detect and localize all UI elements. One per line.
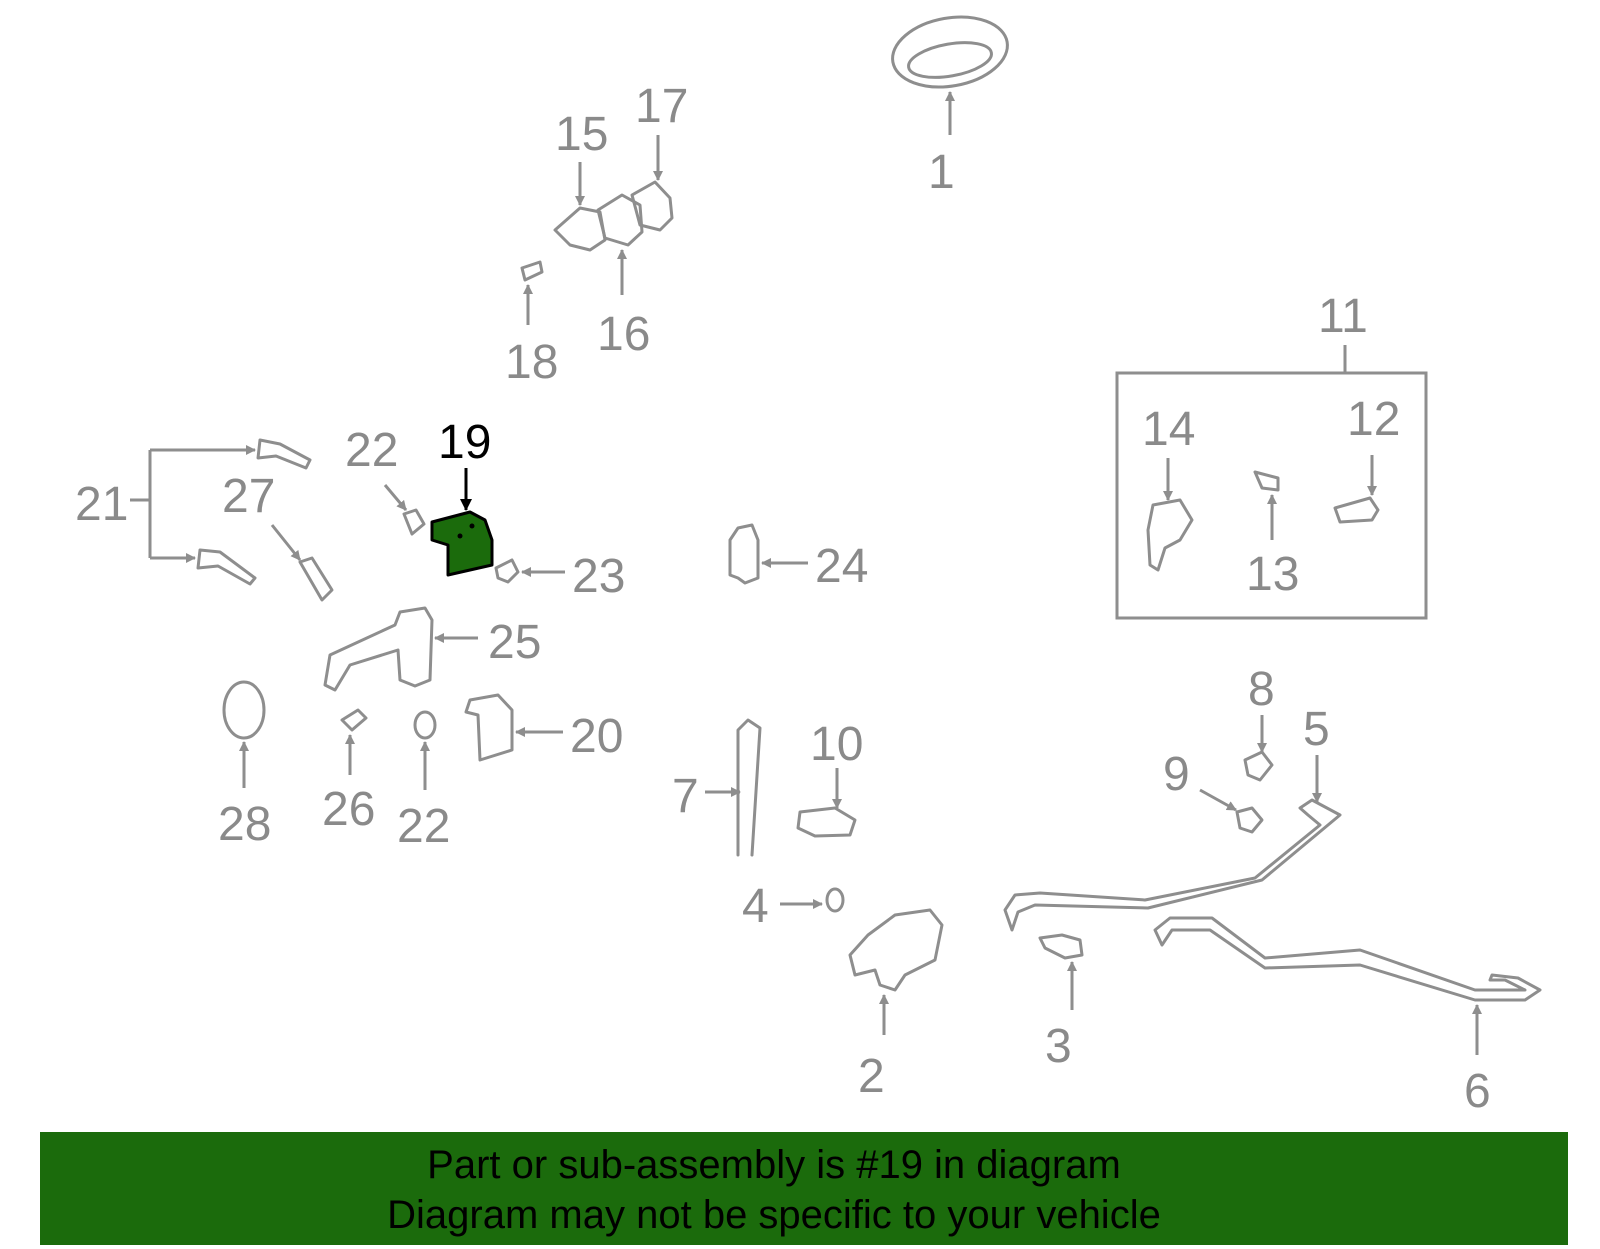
part-20-bracket <box>464 693 514 762</box>
part-3-screw <box>1038 933 1084 960</box>
arrow-9 <box>1199 788 1237 812</box>
callout-20[interactable]: 20 <box>570 710 623 763</box>
callout-1[interactable]: 1 <box>928 146 955 199</box>
part-28-plug <box>222 680 266 740</box>
callout-9[interactable]: 9 <box>1163 748 1190 801</box>
part-27-bolt <box>298 556 334 602</box>
callout-22-lower[interactable]: 22 <box>397 800 450 853</box>
part-1-dome-lamp <box>891 15 1009 89</box>
part-21-bolts <box>196 438 312 586</box>
callout-4[interactable]: 4 <box>742 880 769 933</box>
footer-line-2: Diagram may not be specific to your vehi… <box>387 1193 1161 1237</box>
callout-26[interactable]: 26 <box>322 783 375 836</box>
arrow-22-upper <box>383 484 408 511</box>
part-23-clip <box>494 558 520 584</box>
part-22-clip-upper <box>402 508 426 536</box>
footer-banner: Part or sub-assembly is #19 in diagram D… <box>40 1132 1568 1245</box>
part-2-latch <box>848 908 944 992</box>
part-24-striker <box>728 523 760 585</box>
callout-7[interactable]: 7 <box>672 770 699 823</box>
callout-24[interactable]: 24 <box>815 540 868 593</box>
callout-5[interactable]: 5 <box>1303 703 1330 756</box>
callout-17[interactable]: 17 <box>635 80 688 133</box>
part-25-check-arm <box>323 606 434 692</box>
callout-22-upper[interactable]: 22 <box>345 424 398 477</box>
callout-21[interactable]: 21 <box>75 478 128 531</box>
callout-11[interactable]: 11 <box>1318 290 1368 343</box>
part-12-screw <box>1333 496 1380 524</box>
callout-6[interactable]: 6 <box>1464 1065 1491 1118</box>
callout-19[interactable]: 19 <box>438 416 491 469</box>
part-9-grommet <box>1235 806 1264 834</box>
part-10-cylinder <box>796 806 857 838</box>
callout-13[interactable]: 13 <box>1246 548 1299 601</box>
part-18-bolt <box>520 260 544 282</box>
callout-10[interactable]: 10 <box>810 718 863 771</box>
callout-15[interactable]: 15 <box>555 108 608 161</box>
footer-line-1: Part or sub-assembly is #19 in diagram <box>427 1143 1121 1187</box>
part-8-grommet <box>1243 750 1274 782</box>
callout-12[interactable]: 12 <box>1347 393 1400 446</box>
callout-18[interactable]: 18 <box>505 336 558 389</box>
part-19-bracket-highlighted[interactable] <box>430 510 494 577</box>
callout-16[interactable]: 16 <box>597 308 650 361</box>
arrow-27 <box>270 524 302 561</box>
callout-28[interactable]: 28 <box>218 798 271 851</box>
callout-3[interactable]: 3 <box>1045 1020 1072 1073</box>
callout-25[interactable]: 25 <box>488 616 541 669</box>
part-22-clip-lower <box>413 710 437 740</box>
part-7-rod <box>736 718 762 857</box>
part-26-clip <box>340 708 368 732</box>
part-11-kit-box <box>1115 371 1428 620</box>
callout-27[interactable]: 27 <box>222 470 275 523</box>
callout-8[interactable]: 8 <box>1248 663 1275 716</box>
part-14-bracket <box>1146 498 1194 572</box>
callout-2[interactable]: 2 <box>858 1050 885 1103</box>
part-5-rod <box>1003 798 1342 932</box>
part-4-clip <box>825 887 845 913</box>
part-15-16-17-hinge-plates <box>553 180 674 252</box>
part-13-pin <box>1253 470 1280 492</box>
callout-23[interactable]: 23 <box>572 550 625 603</box>
part-6-rod <box>1153 916 1542 1002</box>
callout-14[interactable]: 14 <box>1142 403 1195 456</box>
